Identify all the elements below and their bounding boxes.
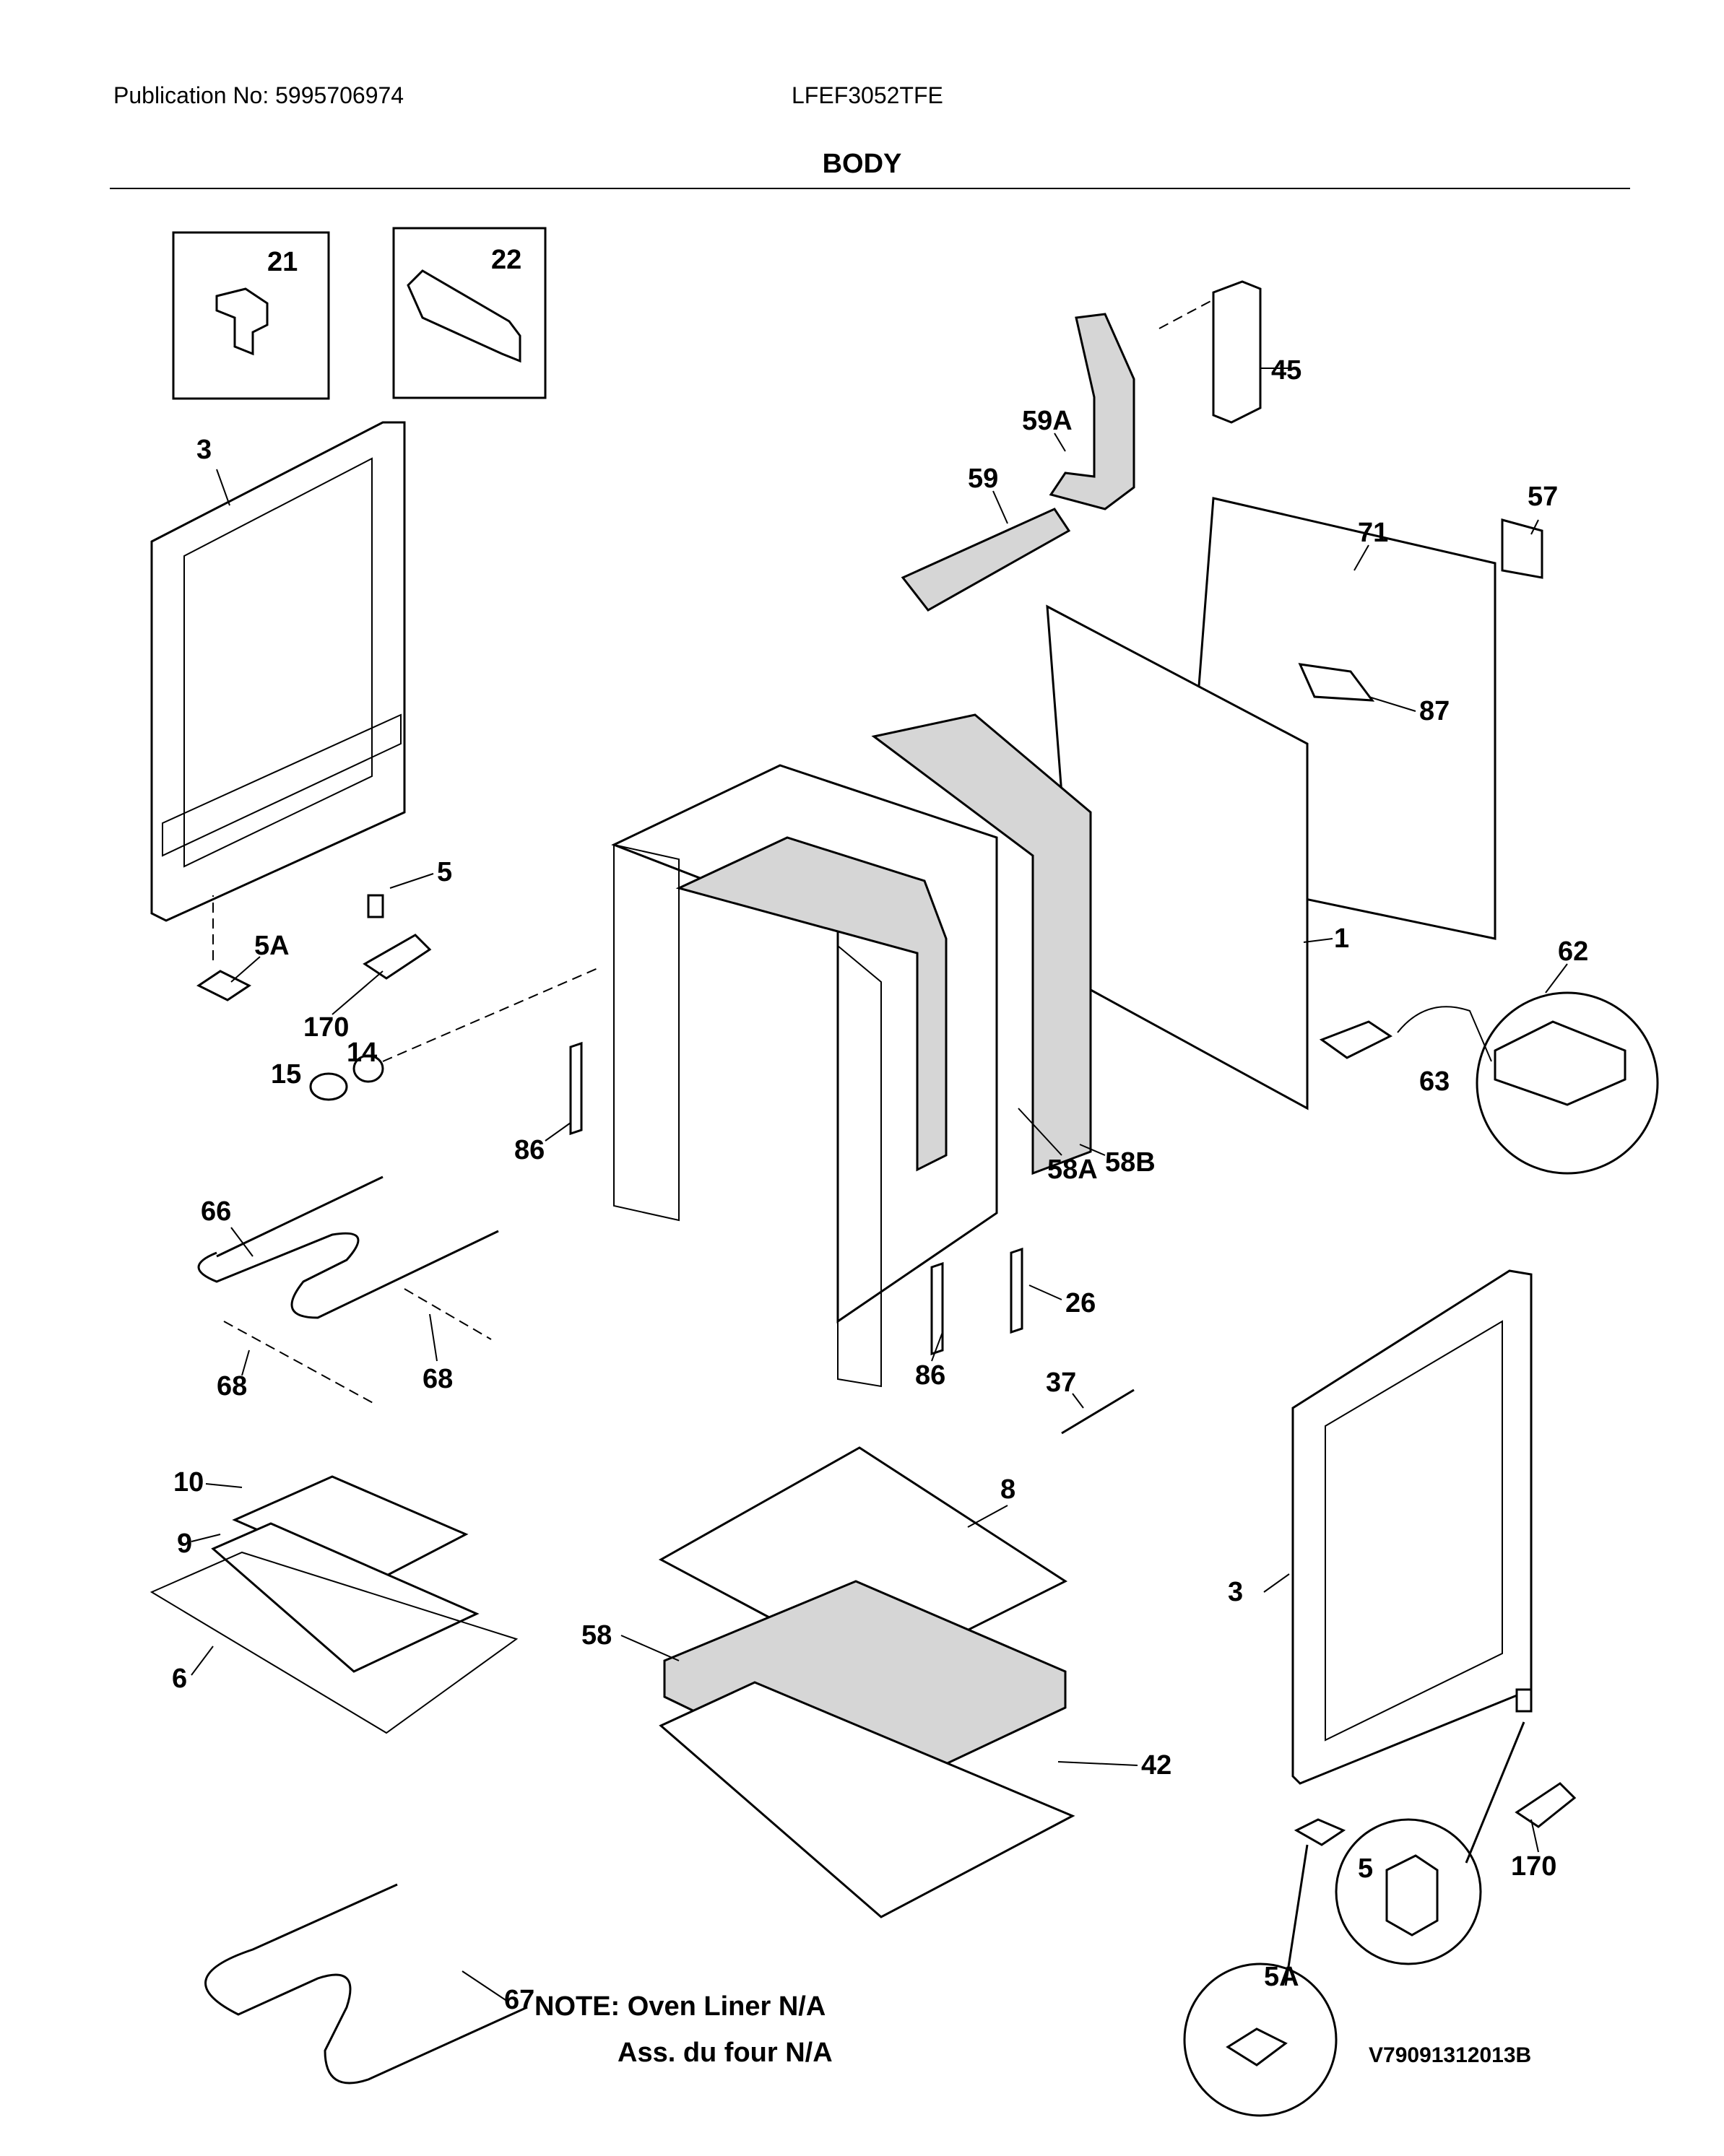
- part-57-cover: [1501, 518, 1543, 579]
- callout-42: 42: [1141, 1750, 1171, 1781]
- part-42-bottom-panel: [659, 1681, 1075, 1918]
- callout-68-left: 68: [217, 1371, 247, 1401]
- callout-59A: 59A: [1022, 406, 1073, 436]
- drawing-id: V79091312013B: [1369, 2043, 1532, 2067]
- part-26-rail: [1010, 1247, 1023, 1334]
- model-number: LFEF3052TFE: [792, 82, 943, 108]
- inset-box-22: [392, 227, 547, 399]
- part-9-broil-pan: [211, 1522, 480, 1673]
- callout-6: 6: [172, 1664, 187, 1694]
- callout-3-left: 3: [196, 435, 212, 465]
- callout-5-right: 5: [1358, 1853, 1373, 1884]
- leader-5A-circle: [1284, 1844, 1309, 1986]
- part-5-leveler: [367, 894, 384, 918]
- publication-number: Publication No: 5995706974: [113, 82, 404, 108]
- part-59A-duct: [1049, 313, 1135, 510]
- callout-170-right: 170: [1511, 1851, 1556, 1882]
- part-5-right-leveler: [1515, 1688, 1533, 1713]
- section-title: BODY: [822, 149, 902, 179]
- part-170-bracket: [363, 934, 432, 980]
- callout-3-right: 3: [1228, 1577, 1243, 1607]
- callout-170-left: 170: [303, 1012, 349, 1043]
- callout-67: 67: [504, 1985, 534, 2015]
- part-5A-right-foot: [1294, 1818, 1346, 1846]
- inset-box-21: [172, 231, 330, 400]
- part-86-rail-left: [569, 1041, 583, 1136]
- callout-63: 63: [1419, 1066, 1450, 1097]
- callout-5-left: 5: [437, 857, 452, 887]
- callout-10: 10: [173, 1467, 204, 1498]
- part-86-rail-right: [930, 1261, 944, 1356]
- callout-5A-left: 5A: [254, 931, 290, 961]
- callout-68-right: 68: [423, 1364, 453, 1394]
- callout-8: 8: [1000, 1474, 1015, 1505]
- callout-86-left: 86: [514, 1135, 545, 1165]
- part-58A-insulation: [675, 836, 948, 1172]
- part-5A-leveler-foot: [196, 970, 251, 1001]
- part-45-bracket: [1212, 280, 1262, 424]
- note-line-1: NOTE: Oven Liner N/A: [534, 1991, 826, 2022]
- part-59-insulation: [901, 508, 1071, 612]
- callout-62: 62: [1558, 936, 1588, 967]
- note-line-2: Ass. du four N/A: [618, 2038, 833, 2068]
- part-66-broil-element: [197, 1175, 499, 1319]
- leader-14: [382, 967, 600, 1062]
- callout-45: 45: [1271, 355, 1301, 386]
- callout-1: 1: [1334, 923, 1349, 954]
- callout-37: 37: [1046, 1368, 1076, 1398]
- leader-5-circle: [1465, 1721, 1525, 1864]
- callout-66: 66: [201, 1196, 231, 1227]
- callout-58: 58: [581, 1620, 612, 1651]
- callout-57: 57: [1528, 482, 1558, 512]
- part-67-bake-element: [204, 1883, 528, 2085]
- part-58B-insulation: [871, 713, 1092, 1175]
- part-68-left-insulation-line: [223, 1321, 376, 1405]
- leader-62: [1397, 1006, 1492, 1062]
- part-37-sensor: [1061, 1388, 1135, 1435]
- callout-9: 9: [177, 1529, 192, 1559]
- part-170-right-bracket: [1515, 1782, 1577, 1828]
- part-87-plate: [1298, 663, 1375, 702]
- callout-58A: 58A: [1047, 1155, 1098, 1185]
- leader-45: [1158, 299, 1214, 329]
- inset-circle-5: [1335, 1818, 1482, 1965]
- side-panel-left: [150, 421, 406, 922]
- callout-58B: 58B: [1105, 1147, 1156, 1178]
- callout-26: 26: [1065, 1288, 1096, 1318]
- part-15-bulb: [309, 1072, 348, 1101]
- callout-5A-right: 5A: [1264, 1962, 1299, 1992]
- inset-circle-5A: [1183, 1962, 1338, 2117]
- callout-71: 71: [1358, 518, 1388, 548]
- callout-87: 87: [1419, 696, 1450, 726]
- callout-21: 21: [267, 247, 298, 277]
- part-68-right-insulation-line: [404, 1288, 492, 1340]
- callout-14: 14: [347, 1038, 377, 1068]
- inset-circle-62: [1476, 991, 1659, 1175]
- header-rule: [110, 188, 1630, 189]
- callout-15: 15: [271, 1059, 301, 1090]
- callout-86-right: 86: [915, 1360, 945, 1391]
- leader-lines: [191, 368, 1568, 2001]
- side-panel-right: [1291, 1269, 1533, 1785]
- part-1-terminal-block: [1319, 1020, 1392, 1059]
- callout-59: 59: [968, 464, 998, 494]
- part-14-socket: [352, 1054, 384, 1083]
- callout-22: 22: [491, 245, 521, 275]
- part-6-rack: [150, 1551, 519, 1734]
